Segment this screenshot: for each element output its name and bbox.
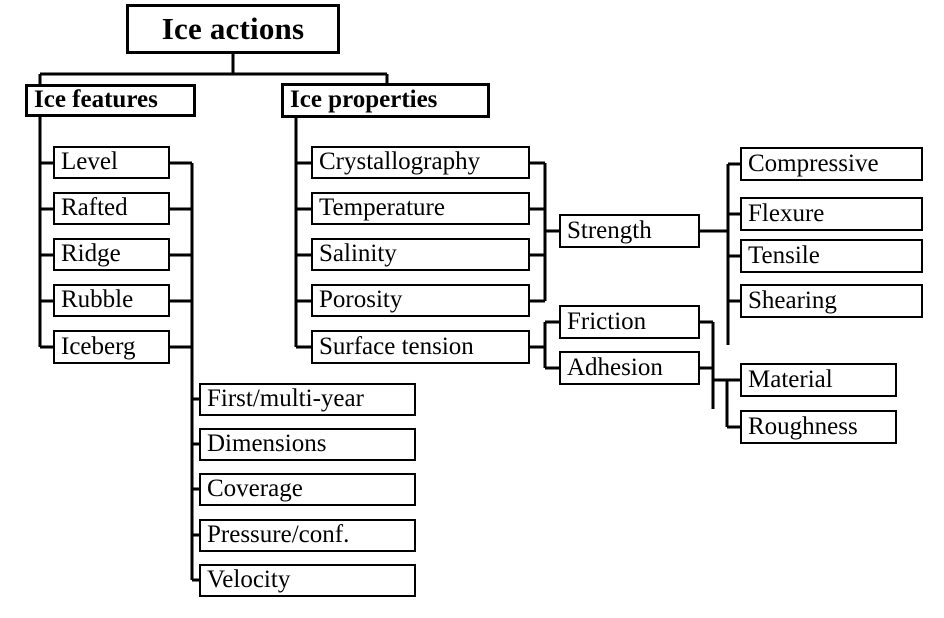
node-label: Ice actions [161,10,305,46]
node-label: Material [748,365,833,393]
node-material[interactable]: Material [740,363,897,397]
node-label: Surface tension [319,332,474,360]
node-salinity[interactable]: Salinity [311,238,530,271]
node-label: Salinity [319,240,397,267]
node-velocity[interactable]: Velocity [199,564,416,597]
node-label: Coverage [207,475,303,502]
node-label: Iceberg [61,332,136,360]
node-label: Strength [567,216,652,244]
node-adhesion[interactable]: Adhesion [559,351,700,385]
node-label: Ridge [61,240,121,267]
node-ice-features[interactable]: Ice features [25,84,196,117]
node-ice-actions[interactable]: Ice actions [126,4,340,54]
node-iceberg[interactable]: Iceberg [53,330,170,364]
node-label: Rubble [61,286,134,313]
node-flexure[interactable]: Flexure [740,197,923,231]
node-ice-properties[interactable]: Ice properties [281,83,490,118]
node-label: Porosity [319,286,403,313]
node-roughness[interactable]: Roughness [740,410,897,444]
node-coverage[interactable]: Coverage [199,473,416,506]
node-ridge[interactable]: Ridge [53,238,170,271]
node-rafted[interactable]: Rafted [53,192,170,225]
node-label: Rafted [61,194,128,221]
node-strength[interactable]: Strength [559,214,700,248]
node-label: Temperature [319,194,445,221]
node-label: Adhesion [567,353,663,381]
node-first-multi-year[interactable]: First/multi-year [199,383,416,416]
node-rubble[interactable]: Rubble [53,284,170,317]
node-dimensions[interactable]: Dimensions [199,428,416,461]
node-label: Velocity [207,566,291,593]
node-label: Roughness [748,412,858,440]
node-friction[interactable]: Friction [559,305,700,339]
node-crystallography[interactable]: Crystallography [311,146,530,179]
node-label: Compressive [748,149,879,177]
node-compressive[interactable]: Compressive [740,147,923,181]
node-porosity[interactable]: Porosity [311,284,530,317]
node-label: Flexure [748,199,825,227]
node-shearing[interactable]: Shearing [740,284,923,318]
node-label: First/multi-year [207,385,364,412]
node-label: Shearing [748,286,837,314]
node-label: Level [61,148,118,175]
node-label: Dimensions [207,430,327,457]
node-label: Ice properties [290,86,438,113]
node-pressure-conf[interactable]: Pressure/conf. [199,519,416,552]
node-label: Pressure/conf. [207,521,350,548]
node-label: Crystallography [319,148,481,175]
node-label: Ice features [34,86,158,113]
node-surface-tension[interactable]: Surface tension [311,330,530,364]
node-label: Friction [567,307,647,335]
node-tensile[interactable]: Tensile [740,239,923,273]
node-level[interactable]: Level [53,146,170,179]
node-label: Tensile [748,241,820,269]
node-temperature[interactable]: Temperature [311,192,530,225]
